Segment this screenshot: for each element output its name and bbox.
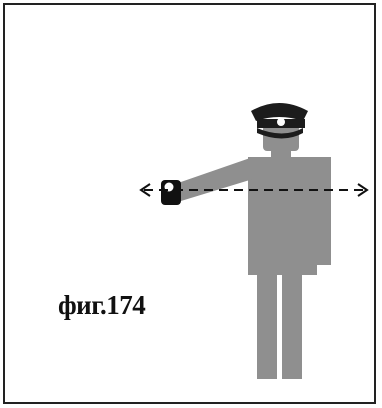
arrow-left-head-icon [139,183,151,197]
officer-cap [251,103,308,121]
officer-right-leg [282,263,302,379]
figure-caption: фиг.174 [58,290,146,320]
traffic-officer-icon [139,103,369,379]
figure-frame [3,3,376,404]
cap-badge-icon [277,118,285,126]
officer-right-arm [315,157,331,265]
officer-torso [248,157,317,275]
arrow-right-head-icon [357,183,369,197]
officer-extended-arm [178,157,253,201]
officer-cap-visor [257,128,303,139]
officer-left-leg [257,263,277,379]
